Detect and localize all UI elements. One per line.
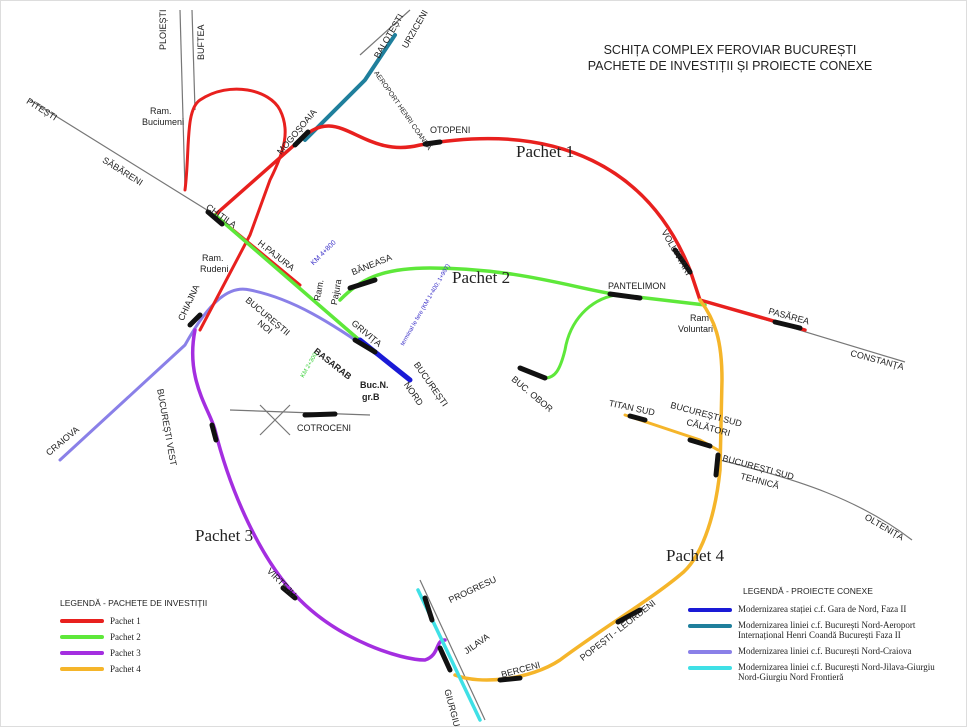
legend-item: Pachet 4 bbox=[60, 664, 207, 674]
legend-item: Pachet 2 bbox=[60, 632, 207, 642]
map-title: SCHIȚA COMPLEX FEROVIAR BUCUREȘTI PACHET… bbox=[570, 42, 890, 74]
track-giurgiu-ext bbox=[419, 579, 486, 721]
legend-item: Pachet 3 bbox=[60, 648, 207, 658]
label-ram-buciumeni-1: Ram. bbox=[150, 106, 172, 116]
label-ram-buciumeni-2: Buciumeni bbox=[142, 117, 185, 127]
legend-label: Modernizarea liniei c.f. București Nord-… bbox=[738, 646, 912, 656]
label-cotroceni: COTROCENI bbox=[297, 423, 351, 433]
station-markers bbox=[187, 129, 803, 683]
legend-conexe-title: LEGENDĂ - PROIECTE CONEXE bbox=[743, 586, 873, 596]
label-ploiesti: PLOIEȘTI bbox=[158, 9, 168, 50]
pachet-1-label: Pachet 1 bbox=[516, 142, 575, 161]
pachet-4-label: Pachet 4 bbox=[666, 546, 725, 565]
track-oltenita bbox=[719, 459, 913, 541]
legend-conexe: LEGENDĂ - PROIECTE CONEXE Modernizarea s… bbox=[688, 586, 958, 688]
label-buftea: BUFTEA bbox=[196, 24, 206, 60]
legend-pachete: LEGENDĂ - PACHETE DE INVESTIȚII Pachet 1… bbox=[60, 598, 207, 680]
legend-pachete-title: LEGENDĂ - PACHETE DE INVESTIȚII bbox=[60, 598, 208, 608]
legend-label: Modernizarea liniei c.f. București Nord-… bbox=[738, 620, 916, 640]
legend-swatch bbox=[60, 635, 104, 639]
label-ram-voluntari-2: Voluntari bbox=[678, 324, 714, 334]
legend-label: Pachet 4 bbox=[110, 664, 141, 674]
line-aeroport bbox=[303, 33, 397, 142]
legend-item: Modernizarea stației c.f. Gara de Nord, … bbox=[688, 604, 958, 614]
label-pantelimon: PANTELIMON bbox=[608, 281, 666, 291]
legend-swatch bbox=[688, 608, 732, 612]
legend-swatch bbox=[60, 619, 104, 623]
label-ram-voluntari-1: Ram bbox=[690, 313, 710, 323]
line-pachet3 bbox=[190, 328, 447, 662]
legend-swatch bbox=[688, 666, 732, 670]
track-cotroceni bbox=[229, 409, 371, 416]
line-pachet2-obor bbox=[543, 293, 617, 380]
line-craiova bbox=[58, 287, 387, 462]
legend-swatch bbox=[60, 651, 104, 655]
legend-label: Modernizarea liniei c.f. București Nord-… bbox=[738, 662, 935, 682]
line-pachet4 bbox=[453, 298, 724, 682]
line-pachet1-loop bbox=[183, 87, 287, 332]
legend-label: Pachet 2 bbox=[110, 632, 141, 642]
track-urziceni bbox=[359, 9, 411, 56]
track-buftea bbox=[191, 9, 196, 111]
label-buc-n-1: Buc.N. bbox=[360, 380, 389, 390]
legend-swatch bbox=[688, 650, 732, 654]
legend-label: Modernizarea stației c.f. Gara de Nord, … bbox=[738, 604, 907, 614]
legend-item: Modernizarea liniei c.f. București Nord-… bbox=[688, 646, 958, 656]
track-ploiesti bbox=[179, 9, 186, 191]
legend-label: Pachet 3 bbox=[110, 648, 141, 658]
pachet-2-label: Pachet 2 bbox=[452, 268, 511, 287]
pachet-3-label: Pachet 3 bbox=[195, 526, 254, 545]
title-line-2: PACHETE DE INVESTIȚII ȘI PROIECTE CONEXE bbox=[587, 59, 873, 73]
label-otopeni: OTOPENI bbox=[430, 125, 471, 135]
label-ram-rudeni-1: Ram. bbox=[202, 253, 224, 263]
legend-item: Modernizarea liniei c.f. București Nord-… bbox=[688, 662, 958, 682]
legend-item: Modernizarea liniei c.f. București Nord-… bbox=[688, 620, 958, 640]
legend-label: Pachet 1 bbox=[110, 616, 141, 626]
label-ram-rudeni-2: Rudeni bbox=[200, 264, 229, 274]
legend-item: Pachet 1 bbox=[60, 616, 207, 626]
title-line-1: SCHIȚA COMPLEX FEROVIAR BUCUREȘTI bbox=[603, 43, 857, 57]
line-pachet1 bbox=[213, 124, 807, 332]
legend-swatch bbox=[60, 667, 104, 671]
track-cross bbox=[259, 404, 291, 436]
label-buc-n-2: gr.B bbox=[362, 392, 380, 402]
legend-swatch bbox=[688, 624, 732, 628]
